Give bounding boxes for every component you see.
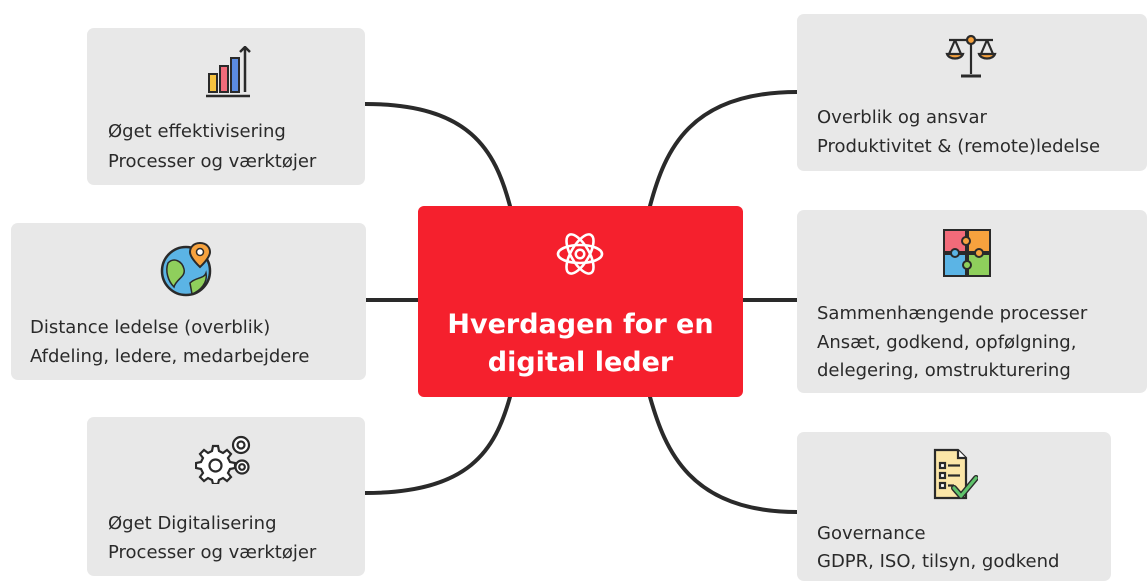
central-topic-line-2: digital leder [487,347,674,378]
connector-left-bottom [363,395,512,495]
connector-right-bottom [648,395,799,514]
bar-chart-growth-icon [206,46,251,98]
connector-left-top [363,102,512,208]
checklist-icon [933,448,978,500]
balance-scale-icon [945,34,997,78]
central-topic[interactable]: Hverdagen for en digital leder [418,206,743,397]
branch-title: Distance ledelse (overblik) [30,317,271,338]
connector-right-top [648,90,799,208]
branch-subtitle: Processer og værktøjer [108,151,317,172]
branch-title: Governance [817,523,926,544]
branch-card-governance[interactable]: Governance GDPR, ISO, tilsyn, godkend [797,432,1111,581]
branch-title: Øget Digitalisering [108,513,277,534]
branch-subtitle: Produktivitet & (remote)ledelse [817,136,1101,157]
branch-subtitle: GDPR, ISO, tilsyn, godkend [817,551,1060,572]
branch-subtitle: Ansæt, godkend, opfølgning, [817,332,1077,353]
puzzle-icon [943,229,991,277]
branch-card-effektivisering[interactable]: Øget effektivisering Processer og værktø… [87,28,365,185]
branch-title: Overblik og ansvar [817,107,987,128]
gears-icon [195,435,251,484]
branch-card-distance-ledelse[interactable]: Distance ledelse (overblik) Afdeling, le… [11,223,366,380]
branch-title: Øget effektivisering [108,121,286,142]
branch-title: Sammenhængende processer [817,303,1088,324]
branch-subtitle: delegering, omstrukturering [817,360,1071,381]
central-topic-line-1: Hverdagen for en [447,309,714,340]
branch-subtitle: Afdeling, ledere, medarbejdere [30,346,310,367]
branch-card-sammenhaengende-processer[interactable]: Sammenhængende processer Ansæt, godkend,… [797,210,1147,393]
atom-icon [556,233,604,275]
globe-location-icon [160,241,212,297]
branch-card-overblik-ansvar[interactable]: Overblik og ansvar Produktivitet & (remo… [797,14,1147,171]
branch-subtitle: Processer og værktøjer [108,542,317,563]
branch-card-digitalisering[interactable]: Øget Digitalisering Processer og værktøj… [87,417,365,576]
